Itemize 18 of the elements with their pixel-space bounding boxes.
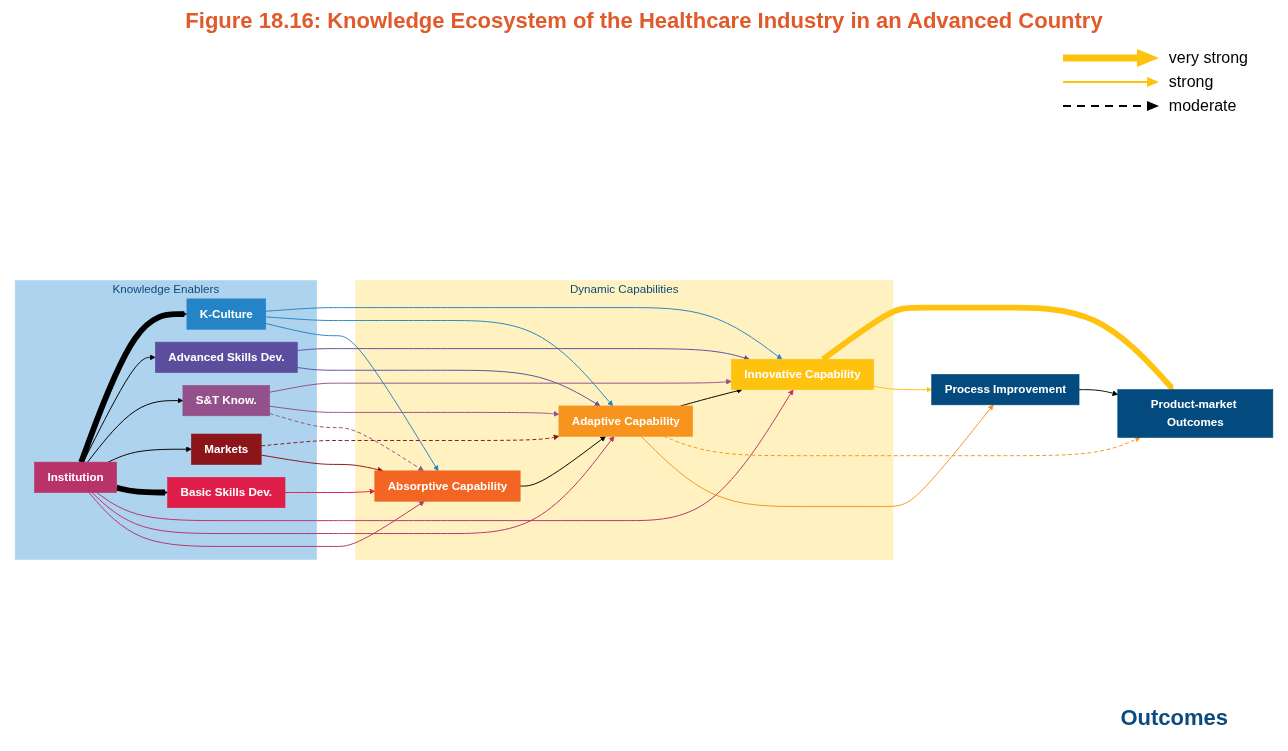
legend-text: very strong xyxy=(1168,49,1248,67)
node-box: K-Culture xyxy=(186,298,267,330)
node-box: Institution xyxy=(34,461,117,493)
node-box: Process Improvement xyxy=(931,374,1080,406)
column-heading: Outcomes xyxy=(1120,705,1228,731)
arrow xyxy=(821,304,1174,390)
node-box: Innovative Capability xyxy=(731,358,874,390)
figure-title: Figure 18.16: Knowledge Ecosystem of the Healthcare Industry in an Advanced Country xyxy=(184,8,1104,34)
legend-text: moderate xyxy=(1168,97,1237,115)
node-box: S&T Know. xyxy=(182,385,270,417)
node-box: Basic Skills Dev. xyxy=(167,477,286,508)
node-box: Product-market Outcomes xyxy=(1117,389,1274,438)
legend-text: strong xyxy=(1168,73,1214,91)
node-box: Adaptive Capability xyxy=(558,405,693,437)
arrow xyxy=(115,484,168,496)
node-box: Markets xyxy=(191,433,262,465)
node-box: Absorptive Capability xyxy=(374,470,521,502)
node-box: Advanced Skills Dev. xyxy=(155,341,298,373)
